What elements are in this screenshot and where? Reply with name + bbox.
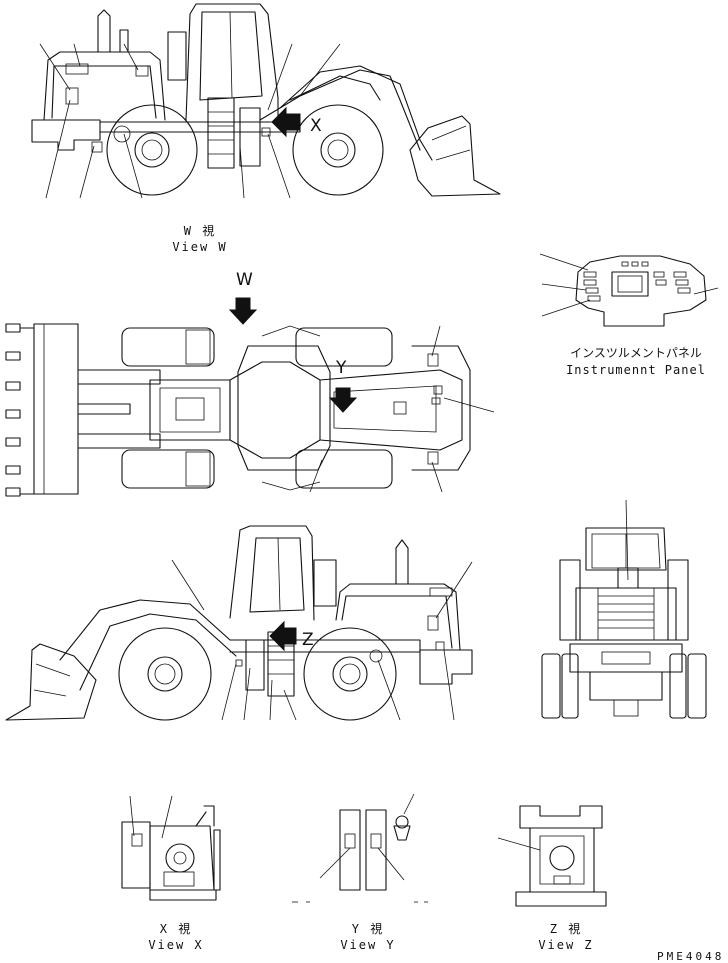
side-view-left	[31, 3, 501, 197]
arrow-z-label: Z	[302, 630, 314, 650]
side-view-right	[5, 525, 473, 721]
top-view	[5, 323, 471, 497]
arrow-w-icon	[228, 297, 258, 325]
view-x-label-en: View X	[148, 938, 204, 952]
instrument-panel-label-jp: インスツルメントパネル	[570, 346, 702, 360]
arrow-z-icon	[269, 620, 297, 652]
view-z-label-jp: Z 視	[549, 922, 583, 936]
arrow-y-label: Y	[336, 358, 347, 378]
view-z-drawing	[497, 805, 607, 907]
arrow-w-label: W	[236, 270, 253, 290]
view-y-drawing	[292, 793, 428, 903]
leader-lines-view1	[39, 43, 341, 199]
view-y-label-en: View Y	[340, 938, 396, 952]
arrow-y-icon	[328, 387, 358, 413]
rear-view	[541, 499, 707, 719]
leader-lines-view2	[309, 325, 495, 493]
arrow-x-icon	[271, 106, 301, 138]
arrow-x-label: X	[310, 116, 322, 136]
view-z-label-en: View Z	[538, 938, 594, 952]
instrument-panel	[539, 253, 719, 327]
view-w-label-jp: W 視	[183, 224, 217, 238]
leader-lines-view3	[171, 559, 473, 721]
view-x-drawing	[121, 795, 221, 901]
view-y-label-jp: Y 視	[351, 922, 385, 936]
view-x-label-jp: X 視	[159, 922, 193, 936]
instrument-panel-label-en: Instrumennt Panel	[566, 363, 706, 377]
drawing-code: PME4048	[657, 950, 725, 963]
view-w-label-en: View W	[172, 240, 228, 254]
